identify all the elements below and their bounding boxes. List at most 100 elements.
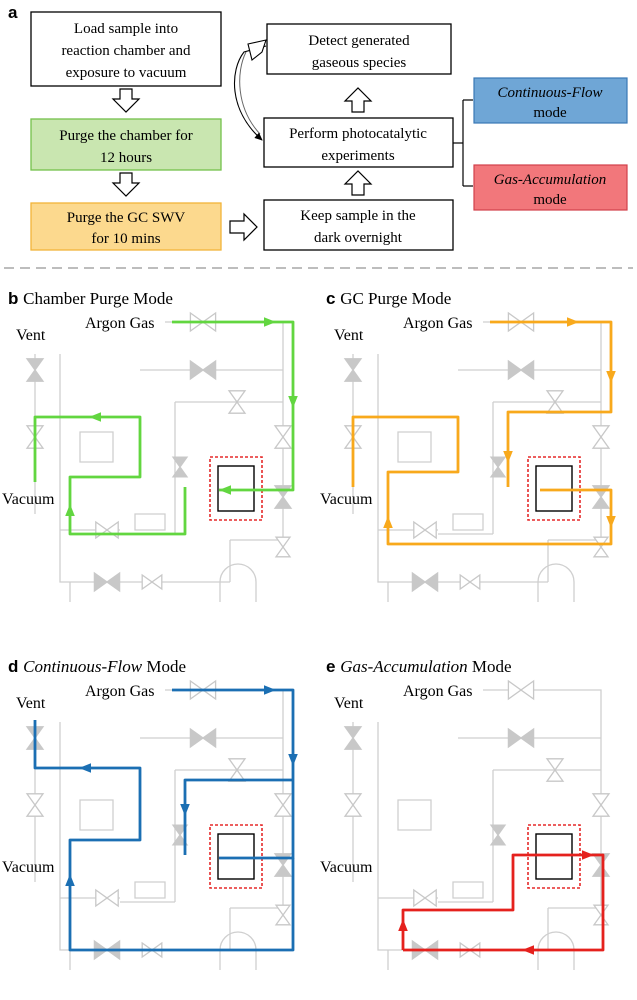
pipe — [59, 354, 230, 583]
loop-arrow-head-icon — [247, 39, 267, 61]
chamber-outline — [527, 824, 581, 889]
valve-icon — [507, 359, 535, 381]
panel-c-title-text: GC Purge Mode — [340, 289, 451, 308]
panel-a: a Load sample into reaction chamber and … — [8, 3, 628, 251]
flow-path — [172, 320, 295, 492]
panel-d-vent-label: Vent — [16, 695, 46, 712]
load-sample-line-1: Load sample into — [74, 21, 178, 37]
flow-arrow-icon — [383, 516, 393, 528]
pipe — [134, 513, 166, 531]
valve-icon — [592, 904, 610, 926]
continuous-flow-mode-name: Continuous-Flow — [497, 85, 602, 101]
pipe — [483, 689, 602, 738]
up-arrow-icon — [343, 87, 373, 113]
valve-icon — [273, 793, 293, 817]
flow-path — [172, 688, 295, 860]
detect-line-2: gaseous species — [312, 55, 407, 71]
detect-box: Detect generated gaseous species — [266, 23, 452, 75]
chamber-outline — [209, 824, 263, 889]
flow-path — [68, 487, 187, 536]
reaction-chamber — [535, 833, 573, 880]
pipe — [59, 722, 230, 951]
down-arrow-icon — [111, 172, 141, 197]
load-sample-line-3: exposure to vacuum — [66, 65, 187, 81]
panel-d-argon-label: Argon Gas — [85, 683, 154, 700]
gas-accumulation-mode-suffix: mode — [533, 192, 567, 208]
valve-icon — [343, 726, 363, 750]
valve-icon — [93, 571, 121, 593]
purge-gc-line-2: for 10 mins — [91, 231, 160, 247]
pump-icon — [219, 931, 257, 970]
valve-icon — [227, 390, 247, 414]
panel-d-letter: d — [8, 657, 23, 676]
flow-arrow-icon — [89, 412, 101, 422]
panel-b-vacuum-label: Vacuum — [2, 491, 55, 508]
valve-icon — [591, 425, 611, 449]
valve-icon — [273, 425, 293, 449]
panel-e-vent-label: Vent — [334, 695, 364, 712]
pipe — [452, 881, 484, 899]
panel-d-title: d Continuous-Flow Mode — [8, 657, 186, 676]
valve-icon — [274, 904, 292, 926]
continuous-flow-fill — [473, 77, 628, 124]
valve-icon — [413, 520, 437, 540]
flow-arrow-icon — [65, 504, 75, 516]
panel-e-letter: e — [326, 657, 340, 676]
gas-accumulation-mode-name: Gas-Accumulation — [494, 172, 606, 188]
flow-arrow-icon — [522, 945, 534, 955]
valve-icon — [25, 793, 45, 817]
keep-dark-line-1: Keep sample in the — [300, 208, 416, 224]
pipe — [397, 799, 432, 831]
panel-c-argon-label: Argon Gas — [403, 315, 472, 332]
pipe — [165, 321, 284, 370]
valve-icon — [343, 358, 363, 382]
valve-icon — [273, 853, 293, 877]
panel-d-vacuum-label: Vacuum — [2, 859, 55, 876]
load-sample-box: Load sample into reaction chamber and ex… — [30, 11, 222, 87]
valve-icon — [227, 758, 247, 782]
valve-icon — [489, 456, 507, 478]
pipe — [452, 513, 484, 531]
valve-icon — [25, 358, 45, 382]
valve-icon — [95, 520, 119, 540]
flow-arrow-icon — [288, 754, 298, 766]
pipe — [548, 875, 602, 909]
panel-b-letter: b — [8, 289, 23, 308]
purge-gc-box: Purge the GC SWV for 10 mins — [30, 202, 222, 251]
panel-e-title-italic: Gas-Accumulation — [340, 657, 472, 676]
panel-b-title: b Chamber Purge Mode — [8, 289, 173, 308]
pipe — [548, 507, 602, 541]
panel-d-title-text: Mode — [146, 657, 186, 676]
flow-arrow-icon — [65, 874, 75, 886]
flow-arrow-icon — [288, 396, 298, 408]
panel-e-title: e Gas-Accumulation Mode — [326, 657, 512, 676]
flow-arrow-icon — [606, 371, 616, 383]
gas-accumulation-fill — [473, 164, 628, 211]
up-arrow-icon — [343, 170, 373, 196]
pipe — [230, 875, 284, 909]
valve-icon — [141, 573, 163, 591]
flow-arrow-icon — [503, 451, 513, 463]
pipe — [230, 507, 284, 541]
valve-icon — [171, 456, 189, 478]
flow-path — [33, 415, 142, 512]
valve-icon — [591, 853, 611, 877]
mode-bracket — [453, 99, 473, 187]
reaction-chamber — [217, 833, 255, 880]
flow-path — [351, 415, 613, 546]
panel-c-vacuum-label: Vacuum — [320, 491, 373, 508]
pipe — [165, 689, 284, 738]
valve-icon — [274, 536, 292, 558]
flow-path — [401, 853, 605, 952]
flow-arrow-icon — [79, 763, 91, 773]
purge-chamber-line-1: Purge the chamber for — [59, 128, 192, 144]
perform-box: Perform photocatalytic experiments — [263, 117, 454, 168]
valve-icon — [507, 727, 535, 749]
pipe — [79, 799, 114, 831]
down-arrow-icon — [111, 88, 141, 113]
continuous-flow-mode-suffix: mode — [533, 105, 567, 121]
